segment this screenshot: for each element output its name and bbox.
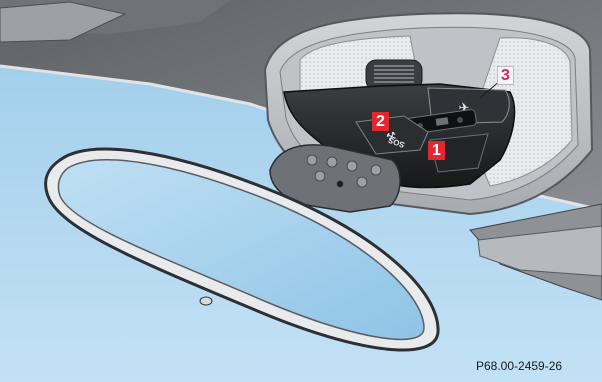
figure-reference-code: P68.00-2459-26 — [476, 359, 562, 373]
callout-2: 2 — [372, 112, 389, 131]
indicator-lamp-3 — [457, 117, 463, 123]
mirror-sensor — [200, 297, 212, 305]
mirror-mount-screw — [337, 181, 343, 187]
callout-1: 1 — [428, 141, 445, 160]
callout-3: 3 — [497, 66, 514, 85]
